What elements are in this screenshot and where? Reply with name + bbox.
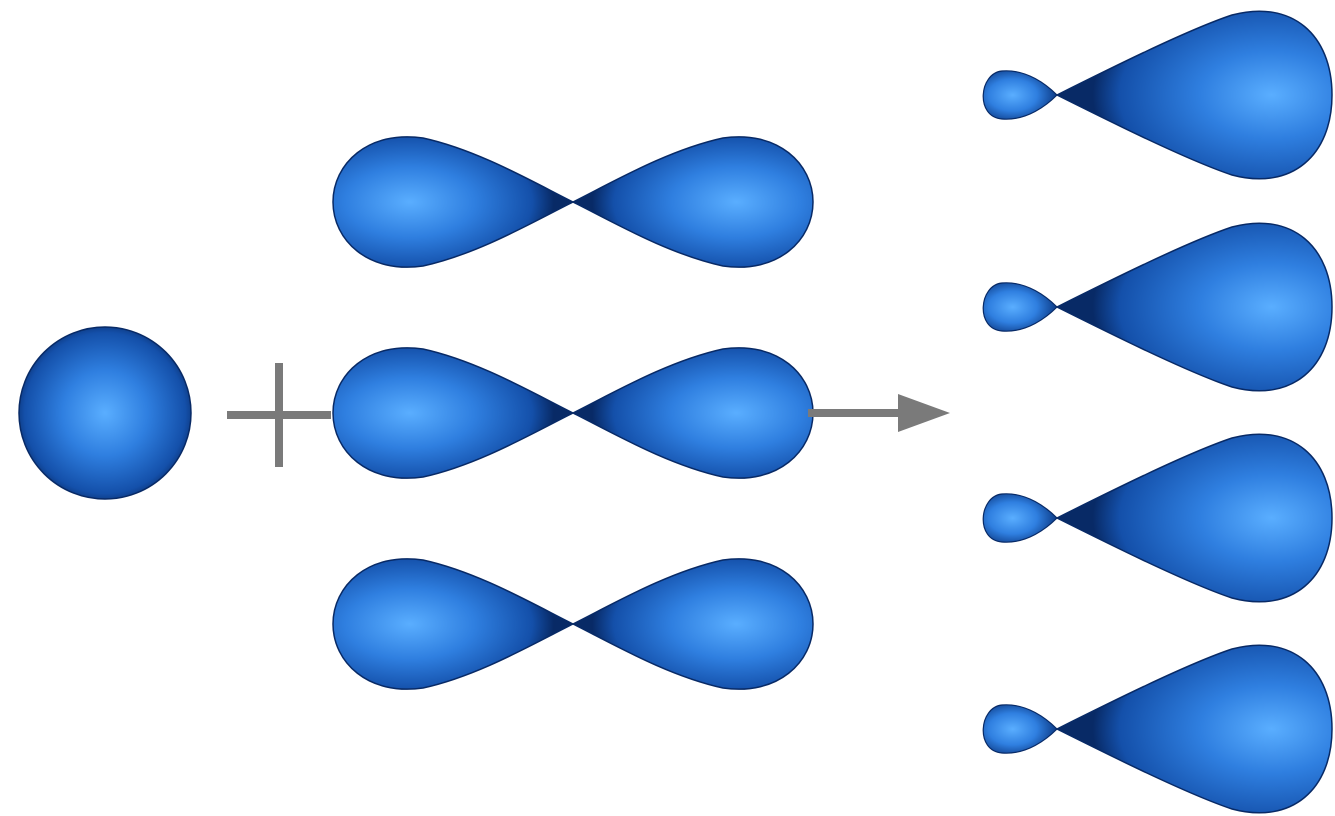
s-orbital-sphere-icon <box>18 326 192 500</box>
p-orbital-dumbbell-icon <box>332 136 814 268</box>
sp3-hybrid-orbital-icon <box>982 10 1333 180</box>
p-orbital-dumbbell-icon <box>332 347 814 479</box>
sp3-hybrid-orbital-icon <box>982 644 1333 814</box>
sp3-hybrid-orbital-icon <box>982 433 1333 603</box>
right-arrow-icon <box>808 394 950 432</box>
plus-icon <box>227 363 331 467</box>
sp3-hybrid-orbital-icon <box>982 222 1333 392</box>
p-orbital-dumbbell-icon <box>332 558 814 690</box>
